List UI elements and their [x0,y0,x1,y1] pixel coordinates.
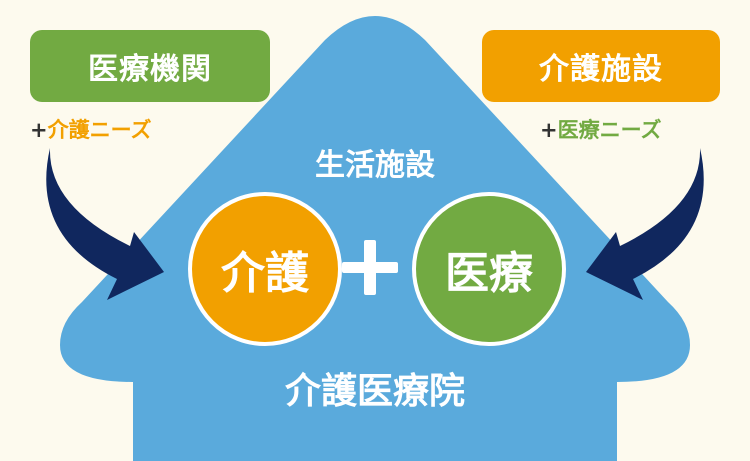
medical-needs-plus: + [540,118,558,142]
left-curved-arrow-icon [46,148,164,300]
care-needs-plus: + [30,118,48,142]
care-facility-label: 介護施設 [539,52,663,87]
living-facility-label: 生活施設 [315,148,435,183]
medical-institution-label: 医療機関 [88,52,212,87]
medical-needs-note: +医療ニーズ [540,114,662,144]
plus-operator-icon [342,240,398,295]
medical-circle-label: 医療 [445,248,533,299]
care-circle: 介護 [188,192,342,346]
care-circle-label: 介護 [221,248,309,299]
care-facility-box: 介護施設 [482,30,720,102]
house-shape [60,16,690,461]
care-medical-institution-label: 介護医療院 [284,371,465,412]
medical-circle: 医療 [412,192,566,346]
care-needs-note: +介護ニーズ [30,114,152,144]
right-curved-arrow-icon [586,148,704,300]
medical-institution-box: 医療機関 [30,30,270,102]
care-needs-text: 介護ニーズ [47,118,152,142]
medical-needs-text: 医療ニーズ [557,118,662,142]
